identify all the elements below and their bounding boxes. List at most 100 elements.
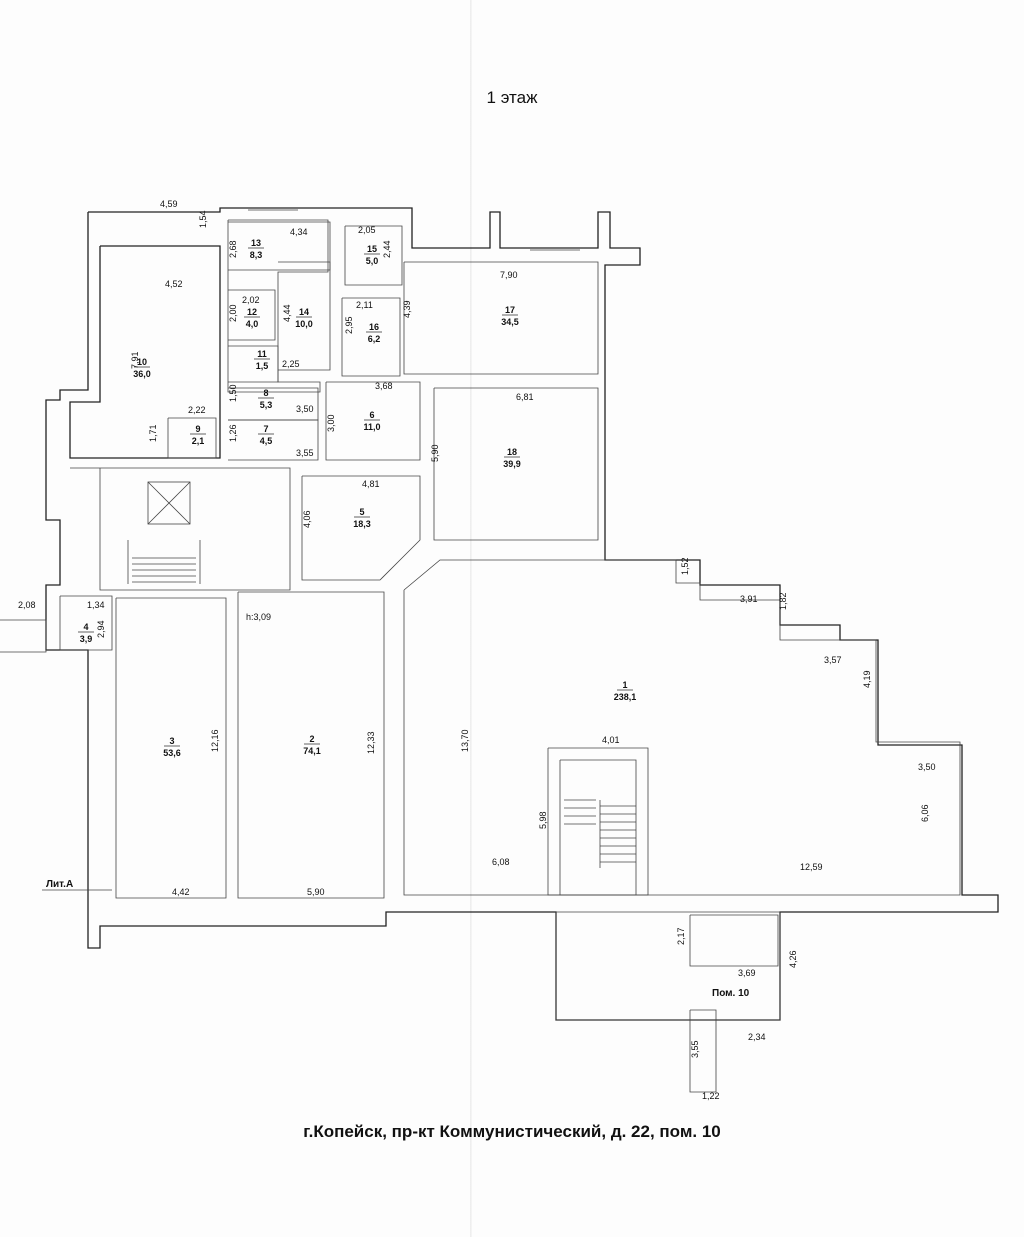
room-7-label: 74,5 — [258, 424, 274, 446]
room-1-wall — [403, 559, 961, 896]
room-area: 11,0 — [363, 422, 380, 432]
dimension-label: 3,69 — [738, 968, 756, 978]
room-3-wall — [115, 597, 227, 899]
dimension-label: 5,90 — [430, 444, 440, 462]
room-area: 2,1 — [192, 436, 205, 446]
room-area: 6,2 — [368, 334, 381, 344]
walls — [0, 207, 999, 1093]
annex-wall — [555, 911, 781, 1021]
dimension-label: 4,06 — [302, 510, 312, 528]
room-area: 4,5 — [260, 436, 273, 446]
dimension-label: 5,90 — [307, 887, 325, 897]
left-entry — [0, 619, 47, 653]
room-2-label: 274,1 — [303, 734, 321, 756]
dimension-label: 4,19 — [862, 670, 872, 688]
lit-label: Лит.А — [46, 879, 73, 890]
room-5-wall — [301, 475, 421, 581]
room-number: 13 — [251, 238, 261, 248]
dimension-label: 4,39 — [402, 300, 412, 318]
room-area: 238,1 — [614, 692, 637, 702]
dimension-label: 2,17 — [676, 927, 686, 945]
room-8-label: 85,3 — [258, 388, 274, 410]
room-9-label: 92,1 — [190, 424, 206, 446]
dimension-label: 6,08 — [492, 857, 510, 867]
dimension-label: 4,59 — [160, 199, 178, 209]
inner-wall — [69, 245, 221, 459]
dimension-label: 1,50 — [228, 384, 238, 402]
room-17-label: 17 34,5 — [501, 305, 519, 327]
dimension-label: 4,52 — [165, 279, 183, 289]
room-number: 11 — [257, 349, 267, 359]
dimension-label: 1,82 — [778, 592, 788, 610]
annex-inner — [689, 914, 779, 967]
room-number: 8 — [263, 388, 268, 398]
dimension-label: 2,44 — [382, 240, 392, 258]
dimension-label: 2,05 — [358, 225, 376, 235]
dimension-label: 1,22 — [702, 1091, 720, 1101]
room-area: 34,5 — [501, 317, 519, 327]
room-area: 18,3 — [353, 519, 371, 529]
dimension-label: 5,98 — [538, 811, 548, 829]
stair-core-wall — [547, 747, 649, 896]
elevator-diagonal-2 — [147, 481, 191, 525]
room-area: 5,0 — [366, 256, 379, 266]
room-15-label: 155,0 — [364, 244, 380, 266]
dimension-label: 12,33 — [366, 731, 376, 754]
dimension-label: 3,50 — [296, 404, 314, 414]
dimension-label: 2,34 — [748, 1032, 766, 1042]
room-number: 7 — [263, 424, 268, 434]
room-number: 10 — [137, 357, 147, 367]
room-number: 9 — [195, 424, 200, 434]
dimension-label: 3,55 — [296, 448, 314, 458]
room-5-label: 518,3 — [353, 507, 371, 529]
entry-ramp — [689, 1009, 717, 1093]
dimension-label: 12,16 — [210, 729, 220, 752]
outer-wall — [45, 207, 999, 1021]
room-12-label: 124,0 — [244, 307, 260, 329]
dimension-label: 4,44 — [282, 304, 292, 322]
lobby-wall — [70, 467, 291, 591]
ceiling-height-note: h:3,09 — [246, 612, 271, 622]
room-number: 17 — [505, 305, 515, 315]
room-17-wall — [403, 261, 599, 375]
dimension-label: 12,59 — [800, 862, 823, 872]
dimension-label: 4,01 — [602, 735, 620, 745]
room-13-wall — [228, 221, 331, 271]
dimension-label: 4,42 — [172, 887, 190, 897]
dimension-label: 3,91 — [740, 594, 758, 604]
dimension-label: 3,68 — [375, 381, 393, 391]
room-16-wall — [341, 297, 401, 377]
dimension-label: 2,95 — [344, 316, 354, 334]
room-number: 2 — [309, 734, 314, 744]
room-number: 4 — [83, 622, 88, 632]
dimension-label: 1,52 — [680, 557, 690, 575]
room-13-label: 138,3 — [248, 238, 264, 260]
room-14-wall — [278, 261, 331, 371]
room-11-wall — [228, 345, 279, 383]
room-area: 4,0 — [246, 319, 259, 329]
dimension-label: 2,00 — [228, 304, 238, 322]
elevator-shaft — [147, 481, 191, 525]
dimension-label: 1,34 — [87, 600, 105, 610]
address-caption: г.Копейск, пр-кт Коммунистический, д. 22… — [303, 1122, 721, 1141]
room-number: 14 — [299, 307, 309, 317]
dimension-label: 2,11 — [356, 300, 373, 310]
stair-core-inner — [559, 759, 637, 896]
room-number: 16 — [369, 322, 379, 332]
dimension-label: 3,57 — [824, 655, 842, 665]
room-number: 5 — [359, 507, 364, 517]
room-area: 39,9 — [503, 459, 521, 469]
room-2-wall — [237, 591, 385, 899]
dimension-label: 1,26 — [228, 424, 238, 442]
room-number: 6 — [369, 410, 374, 420]
room-4-label: 43,9 — [78, 622, 94, 644]
room-12-wall — [228, 289, 276, 341]
dimension-label: 2,08 — [18, 600, 36, 610]
room-7-wall — [228, 419, 319, 461]
dimension-label: 13,70 — [460, 729, 470, 752]
room-number: 15 — [367, 244, 377, 254]
dimension-label: 2,02 — [242, 295, 260, 305]
pom-label: Пом. 10 — [712, 988, 750, 999]
